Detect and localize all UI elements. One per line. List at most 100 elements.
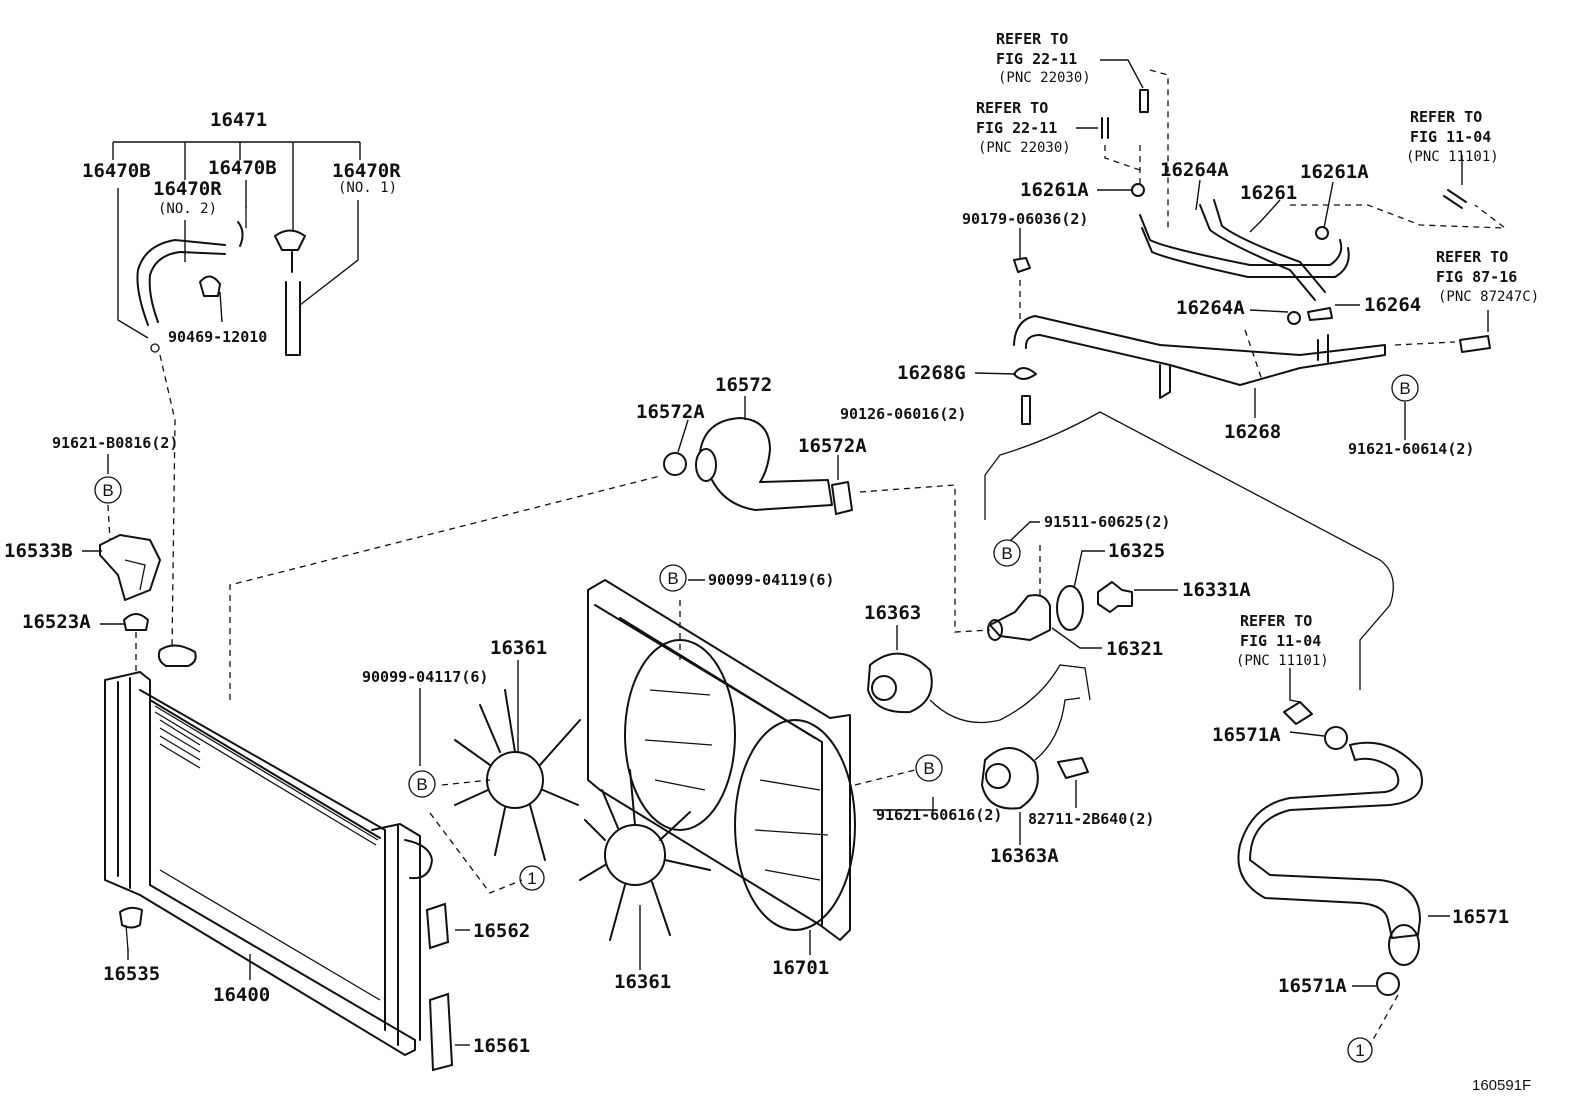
label-16535: 16535	[103, 963, 160, 985]
label-16572a-right: 16572A	[798, 435, 867, 457]
marker-1-b: 1	[1347, 1037, 1373, 1063]
radiator-cap	[157, 644, 197, 667]
label-16561: 16561	[473, 1035, 530, 1057]
water-inlet-16321	[987, 594, 1051, 641]
label-16572: 16572	[715, 374, 772, 396]
label-90469-12010: 90469-12010	[168, 328, 267, 346]
marker-b-3: B	[659, 564, 687, 592]
svg-text:B: B	[923, 759, 934, 778]
svg-text:(PNC 22030): (PNC 22030)	[978, 140, 1071, 156]
label-16471: 16471	[210, 109, 267, 131]
seal-16562	[425, 902, 450, 950]
hose-16572	[695, 417, 833, 511]
label-16363a: 16363A	[990, 845, 1059, 867]
gasket-16325	[1056, 585, 1084, 631]
label-16361-top: 16361	[490, 637, 547, 659]
svg-text:REFER TO: REFER TO	[1410, 108, 1482, 126]
label-90099-04117: 90099-04117(6)	[362, 668, 488, 686]
refer-block-1: REFER TO FIG 22-11 (PNC 22030)	[996, 30, 1091, 86]
svg-text:B: B	[1399, 379, 1410, 398]
svg-text:B: B	[416, 775, 427, 794]
marker-b-2: B	[408, 770, 436, 798]
svg-text:1: 1	[527, 869, 536, 888]
svg-text:(PNC 11101): (PNC 11101)	[1406, 149, 1499, 165]
svg-text:(PNC 11101): (PNC 11101)	[1236, 653, 1329, 669]
svg-text:REFER TO: REFER TO	[1240, 612, 1312, 630]
label-16571a-top: 16571A	[1212, 724, 1281, 746]
svg-text:B: B	[102, 481, 113, 500]
grommet-16523a	[123, 613, 149, 631]
label-90099-04119: 90099-04119(6)	[708, 571, 834, 589]
svg-text:FIG 22-11: FIG 22-11	[996, 50, 1077, 68]
gasket-16268g	[1013, 367, 1037, 380]
label-16400: 16400	[213, 984, 270, 1006]
svg-text:FIG 11-04: FIG 11-04	[1410, 128, 1491, 146]
label-91621-60616: 91621-60616(2)	[876, 806, 1002, 824]
label-no1: (NO. 1)	[338, 180, 397, 196]
clamp-16571a-bottom	[1376, 972, 1400, 996]
label-16562: 16562	[473, 920, 530, 942]
label-16470b-mid: 16470B	[208, 157, 277, 179]
refer-block-4: REFER TO FIG 87-16 (PNC 87247C)	[1436, 248, 1539, 305]
engine-outline	[984, 411, 1394, 690]
label-16361-bottom: 16361	[614, 971, 671, 993]
label-91511-60625: 91511-60625(2)	[1044, 513, 1170, 531]
fan-motor-16363	[867, 652, 1091, 724]
label-16523a: 16523A	[22, 611, 91, 633]
label-82711-2b640: 82711-2B640(2)	[1028, 810, 1154, 828]
seal-16561	[428, 992, 454, 1072]
label-16571a-bottom: 16571A	[1278, 975, 1347, 997]
label-16261a-left: 16261A	[1020, 179, 1089, 201]
refer-block-2: REFER TO FIG 22-11 (PNC 22030)	[976, 99, 1071, 156]
label-16571: 16571	[1452, 906, 1509, 928]
label-no2: (NO. 2)	[158, 201, 217, 217]
drain-plug-16535	[119, 906, 143, 951]
radiator-16400	[104, 671, 433, 1056]
marker-b-4: B	[915, 754, 943, 782]
hose-16470b-left	[136, 239, 226, 353]
svg-text:FIG 87-16: FIG 87-16	[1436, 268, 1517, 286]
svg-text:REFER TO: REFER TO	[976, 99, 1048, 117]
clamp-90469	[199, 275, 221, 297]
svg-text:REFER TO: REFER TO	[1436, 248, 1508, 266]
fan-16361-bottom	[579, 769, 711, 941]
reservoir-cap-16470r	[274, 229, 306, 356]
svg-text:FIG 22-11: FIG 22-11	[976, 119, 1057, 137]
hose-16261	[1139, 199, 1350, 301]
svg-text:B: B	[667, 569, 678, 588]
marker-b-1: B	[94, 476, 122, 504]
label-16321: 16321	[1106, 638, 1163, 660]
figure-id: 160591F	[1472, 1077, 1531, 1094]
label-16363: 16363	[864, 602, 921, 624]
marker-b-5: B	[993, 539, 1021, 567]
fan-shroud-16701	[587, 579, 856, 941]
hose-16264	[1307, 307, 1333, 321]
svg-text:FIG 11-04: FIG 11-04	[1240, 632, 1321, 650]
label-16264a-mid: 16264A	[1176, 297, 1245, 319]
svg-text:(PNC 22030): (PNC 22030)	[998, 70, 1091, 86]
marker-b-6: B	[1391, 374, 1419, 402]
label-90126-06016: 90126-06016(2)	[840, 405, 966, 423]
label-16264a-top: 16264A	[1160, 159, 1229, 181]
water-pipe-16268	[1013, 315, 1386, 399]
label-16470r-no1: 16470R	[332, 160, 401, 182]
label-16268: 16268	[1224, 421, 1281, 443]
label-16331a: 16331A	[1182, 579, 1251, 601]
svg-text:B: B	[1001, 544, 1012, 563]
connector-82711	[1057, 757, 1089, 779]
label-91621-b0816: 91621-B0816(2)	[52, 434, 178, 452]
clamp-16571a-top	[1324, 726, 1348, 750]
stud-90126	[1021, 395, 1031, 425]
fan-motor-16363a	[981, 697, 1081, 810]
marker-1-a: 1	[519, 865, 545, 891]
label-16261: 16261	[1240, 182, 1297, 204]
label-16325: 16325	[1108, 540, 1165, 562]
bracket-16533b	[99, 534, 161, 601]
sensor-16331a	[1097, 581, 1133, 613]
label-16268g: 16268G	[897, 362, 966, 384]
label-16470r-no2: 16470R	[153, 178, 222, 200]
clip-16470b	[237, 206, 247, 247]
label-16533b: 16533B	[4, 540, 73, 562]
hose-16571	[1237, 741, 1423, 966]
